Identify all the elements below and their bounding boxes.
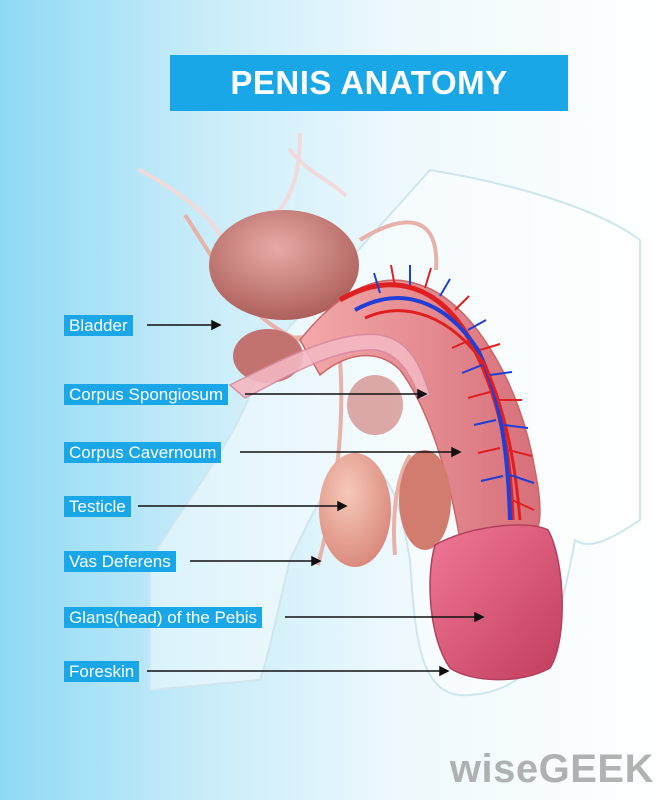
label-corpus-cavernoum: Corpus Cavernoum bbox=[64, 442, 222, 463]
bladder-organ bbox=[209, 210, 359, 320]
seminal-vesicle bbox=[347, 375, 403, 435]
leader-lines bbox=[138, 319, 485, 677]
glans-organ bbox=[429, 524, 563, 681]
artery-line-2 bbox=[364, 309, 522, 521]
testicle-right bbox=[399, 450, 451, 550]
vessel-branches bbox=[373, 264, 535, 511]
testicle-left bbox=[319, 453, 391, 567]
label-bladder: Bladder bbox=[64, 315, 133, 336]
label-corpus-spongiosum: Corpus Spongiosum bbox=[64, 384, 229, 405]
diagram-title: PENIS ANATOMY bbox=[170, 55, 568, 111]
urethra-tube bbox=[228, 333, 431, 402]
label-foreskin: Foreskin bbox=[64, 661, 140, 682]
label-testicle: Testicle bbox=[64, 496, 131, 517]
watermark-logo: wiseGEEK bbox=[449, 747, 654, 791]
vein-line bbox=[354, 296, 512, 521]
label-glans: Glans(head) of the Pebis bbox=[64, 607, 263, 628]
label-vas-deferens: Vas Deferens bbox=[64, 551, 176, 572]
